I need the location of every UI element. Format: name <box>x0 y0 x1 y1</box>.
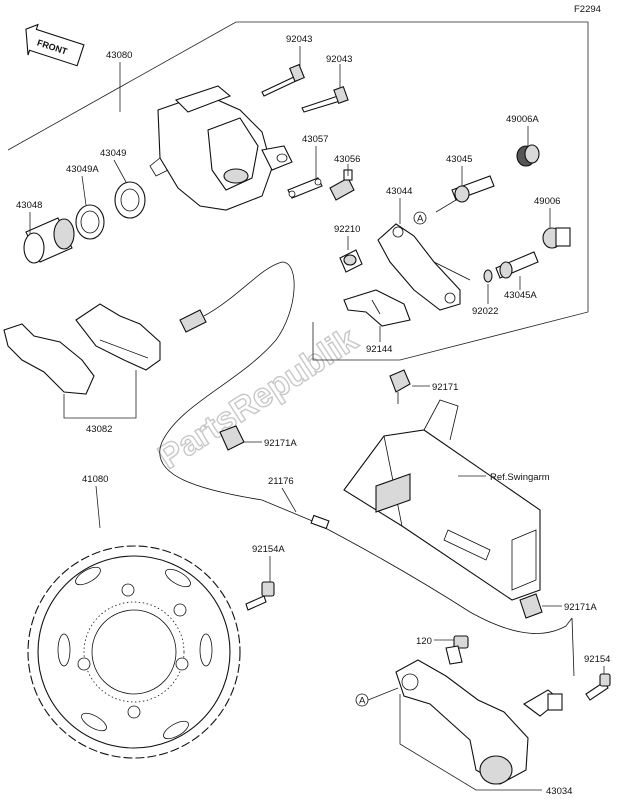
swingarm-reference <box>343 399 541 601</box>
label-43080: 43080 <box>106 50 132 61</box>
bolt-92154 <box>585 673 611 701</box>
pin-43045 <box>451 175 495 203</box>
figure-code: F2294 <box>574 4 601 15</box>
label-21176: 21176 <box>268 476 294 487</box>
pin-43045A <box>495 251 539 279</box>
label-92154A: 92154A <box>252 544 285 555</box>
washer-92022 <box>483 269 493 283</box>
label-43057: 43057 <box>302 134 328 145</box>
leader-43082 <box>63 370 137 419</box>
brake-pads-43082 <box>3 303 161 395</box>
watermark: PartsRepublik <box>152 320 365 476</box>
piston-43048 <box>23 217 75 264</box>
part-43056 <box>329 169 355 201</box>
clamp-92171 <box>389 369 411 404</box>
leader-43034 <box>399 694 542 791</box>
label-43045: 43045 <box>446 154 472 165</box>
label-92171A-lower: 92171A <box>564 602 597 613</box>
seal-43049 <box>114 181 146 219</box>
caliper-group-outline <box>7 21 589 361</box>
sleeve-92210 <box>339 249 363 273</box>
label-92043-lower: 92043 <box>326 54 352 65</box>
front-arrow-icon: FRONT <box>25 23 85 67</box>
label-92210: 92210 <box>334 224 360 235</box>
label-43044: 43044 <box>386 186 412 197</box>
clamp-92171A-lower <box>519 593 543 619</box>
bracket-43044 <box>377 223 471 311</box>
label-92154: 92154 <box>584 654 610 665</box>
label-43049A: 43049A <box>66 164 99 175</box>
caliper-body <box>149 85 293 211</box>
label-49006: 49006 <box>534 196 560 207</box>
callout-a-upper <box>413 211 427 225</box>
label-43049: 43049 <box>100 148 126 159</box>
label-43082: 43082 <box>86 424 112 435</box>
bush-49006 <box>542 227 571 249</box>
label-41080: 41080 <box>82 474 108 485</box>
bolt-92154A <box>245 581 275 611</box>
label-92043-upper: 92043 <box>286 34 312 45</box>
bolt-92043-lower <box>301 86 349 113</box>
abs-sensor-cable-21176 <box>159 261 575 677</box>
spring-92144 <box>343 289 411 327</box>
label-49006A: 49006A <box>506 114 539 125</box>
label-43056: 43056 <box>334 154 360 165</box>
bolt-92043-upper <box>261 63 305 97</box>
label-43048: 43048 <box>16 200 42 211</box>
label-92144: 92144 <box>366 344 392 355</box>
bolt-120 <box>445 635 469 665</box>
label-92022: 92022 <box>472 306 498 317</box>
part-43057 <box>287 177 323 199</box>
ref-note: Ref.Swingarm <box>490 472 550 483</box>
callout-letter-upper: A <box>417 214 424 225</box>
callout-letter-lower: A <box>359 696 366 707</box>
brake-disc-41080 <box>27 545 241 759</box>
label-92171A-upper: 92171A <box>264 438 297 449</box>
bush-49006A <box>516 144 540 167</box>
bracket-43034 <box>395 659 563 785</box>
label-43034: 43034 <box>546 786 572 797</box>
label-120: 120 <box>416 636 432 647</box>
seal-43049A <box>75 204 105 240</box>
label-43045A: 43045A <box>504 290 537 301</box>
label-92171: 92171 <box>432 382 458 393</box>
